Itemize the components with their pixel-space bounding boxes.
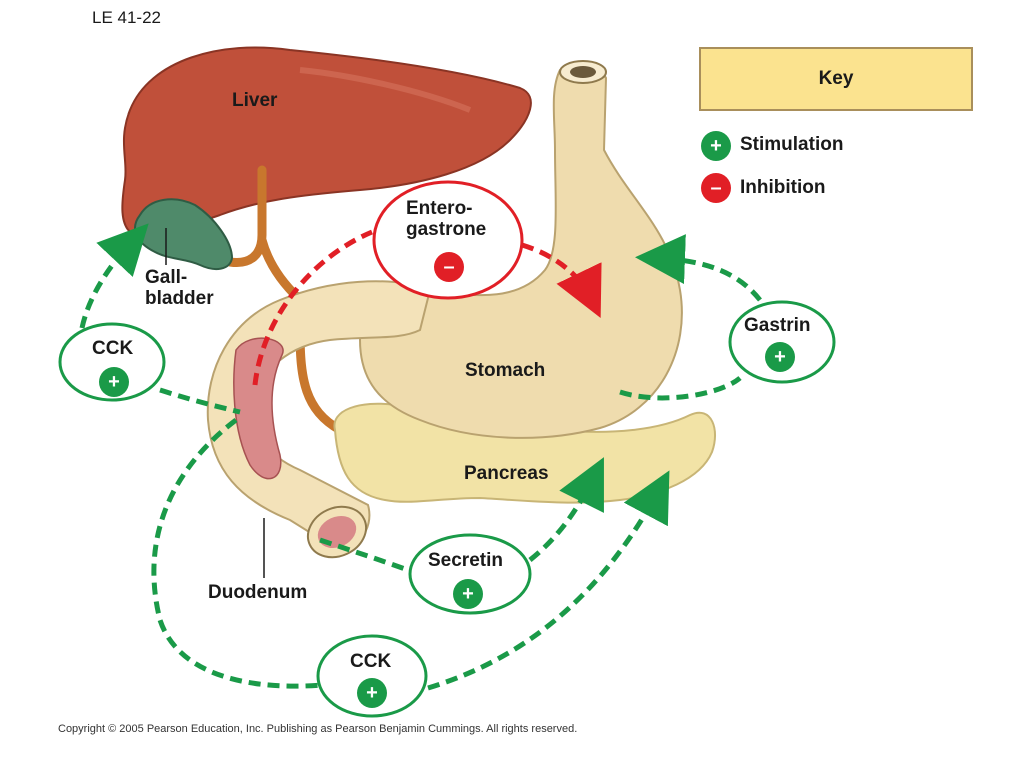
key-box (699, 47, 973, 111)
gallbladder-label-1: Gall- (145, 267, 188, 288)
stomach-label: Stomach (465, 360, 546, 381)
enterogastrone-label-1: Entero- (406, 198, 473, 219)
cck-bottom-plus-icon: + (357, 678, 387, 708)
enterogastrone-label-2: gastrone (406, 219, 487, 240)
gallbladder-label-2: bladder (145, 288, 214, 309)
cck-left-oval (58, 322, 166, 402)
copyright-text: Copyright © 2005 Pearson Education, Inc.… (58, 723, 578, 735)
key-title: Key (818, 68, 854, 89)
gastrin-label: Gastrin (744, 315, 811, 336)
key-stimulation-icon: + (701, 131, 731, 161)
enterogastrone-oval (372, 180, 524, 300)
gallbladder-shape (134, 198, 234, 271)
key-inhibition-label: Inhibition (740, 177, 826, 198)
enterogastrone-minus-icon: – (434, 252, 464, 282)
cck-bottom-label: CCK (350, 651, 392, 672)
key-inhibition-icon: – (701, 173, 731, 203)
key-stimulation-label: Stimulation (740, 134, 844, 155)
liver-label: Liver (232, 90, 278, 111)
secretin-oval (408, 533, 532, 615)
cck-left-label: CCK (92, 338, 134, 359)
secretin-plus-icon: + (453, 579, 483, 609)
cck-left-plus-icon: + (99, 367, 129, 397)
cck-bottom-oval (316, 634, 428, 718)
pancreas-label: Pancreas (464, 463, 549, 484)
secretin-label: Secretin (428, 550, 503, 571)
duodenum-label: Duodenum (208, 582, 308, 603)
gastrin-plus-icon: + (765, 342, 795, 372)
slide-title: LE 41-22 (92, 8, 161, 27)
